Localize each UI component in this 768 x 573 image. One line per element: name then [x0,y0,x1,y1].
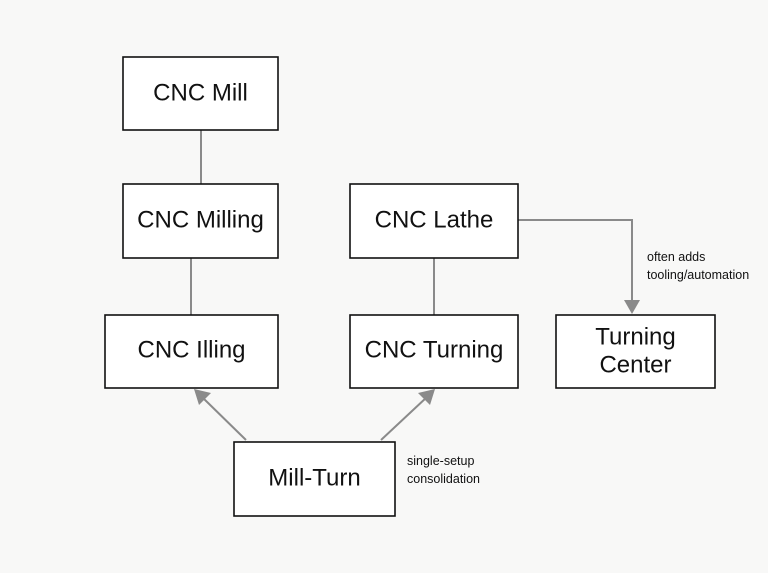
node-label: CNC Milling [137,206,264,233]
node-cnc-mill: CNC Mill [122,56,279,131]
node-label: CNC Illing [137,336,245,363]
connector-millturn-illing [201,396,247,441]
node-cnc-illing: CNC Illing [104,314,279,389]
node-cnc-turning: CNC Turning [349,314,519,389]
note-lathe-to-center: often adds tooling/automation [647,250,749,282]
connector-millturn-turning [380,396,428,441]
arrowhead-turning [418,389,435,405]
node-label: Mill-Turn [268,464,360,491]
node-label-line1: Turning [595,323,675,350]
connector-lathe-turning-center [518,219,633,304]
node-mill-turn: Mill-Turn [233,441,396,517]
arrowhead-turning-center [624,300,640,314]
note-mill-turn: single-setup consolidation [407,454,480,486]
node-label: CNC Lathe [375,206,494,233]
node-label-line2: Center [599,351,671,378]
node-turning-center: Turning Center [555,314,716,389]
note-line1: single-setup [407,454,474,468]
node-label: CNC Mill [153,79,248,106]
node-cnc-milling: CNC Milling [122,183,279,259]
note-line2: consolidation [407,472,480,486]
node-label: CNC Turning [365,336,504,363]
node-cnc-lathe: CNC Lathe [349,183,519,259]
arrowhead-illing [194,389,211,405]
note-line1: often adds [647,250,705,264]
note-line2: tooling/automation [647,268,749,282]
